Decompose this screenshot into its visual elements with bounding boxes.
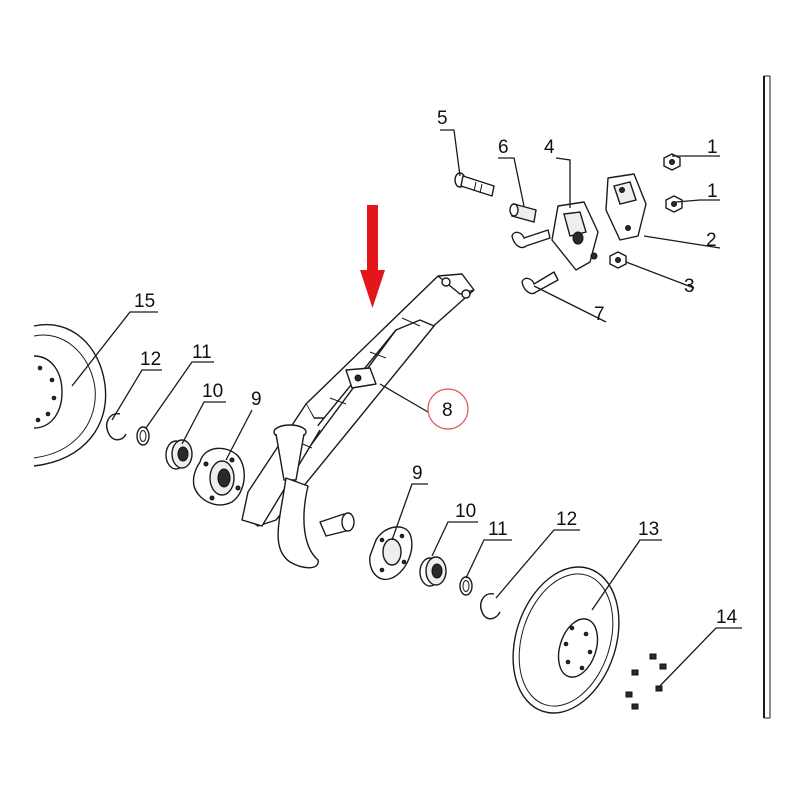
callout-10-left: 10 [202, 381, 223, 402]
callout-12-left: 12 [140, 349, 161, 370]
part-12-snap-ring-right [480, 593, 501, 620]
part-12-snap-ring-left [106, 413, 127, 441]
part-7-bolts [511, 229, 559, 295]
part-3-nut [609, 251, 627, 269]
callout-10-right: 10 [455, 501, 476, 522]
part-13-disc [512, 566, 620, 714]
callout-8: 8 [442, 400, 453, 421]
part-5-long-bolt [454, 172, 495, 197]
red-arrow-indicator [360, 205, 385, 308]
callout-4: 4 [544, 137, 555, 158]
callout-11-right: 11 [488, 519, 508, 540]
callout-11-left: 11 [192, 342, 212, 363]
part-2-plate [605, 173, 647, 241]
callout-5: 5 [437, 108, 448, 129]
part-15-disc [33, 323, 107, 467]
part-8-main-arm [241, 273, 475, 569]
part-11-ring-right [459, 576, 473, 596]
part-6-pin [509, 203, 537, 223]
frame-bracket [763, 75, 771, 719]
callout-1-top: 1 [707, 137, 718, 158]
callout-14: 14 [716, 607, 738, 628]
part-1-nut-top [663, 153, 681, 171]
callout-2: 2 [706, 230, 717, 251]
callout-3: 3 [684, 276, 695, 297]
part-10-bearing-left [165, 439, 193, 470]
callout-6: 6 [498, 137, 509, 158]
part-9-hub-right [369, 526, 413, 581]
callout-12-right: 12 [556, 509, 577, 530]
callout-15: 15 [134, 291, 155, 312]
part-11-ring-left [136, 426, 150, 446]
callout-8-highlight-circle [427, 388, 469, 430]
part-10-bearing-right [419, 556, 447, 587]
callout-9-left: 9 [251, 389, 262, 410]
part-9-hub-left [192, 447, 245, 506]
part-14-bolts [625, 653, 667, 710]
callout-9-right: 9 [412, 463, 423, 484]
callout-13: 13 [638, 519, 659, 540]
leader-lines [71, 129, 742, 689]
callout-labels: 1 1 2 3 4 5 6 7 8 9 9 10 10 11 11 12 12 … [134, 108, 738, 628]
part-4-bracket [551, 201, 599, 271]
callout-1-mid: 1 [707, 181, 718, 202]
callout-7: 7 [594, 304, 605, 325]
part-1-nut-mid [665, 195, 683, 213]
